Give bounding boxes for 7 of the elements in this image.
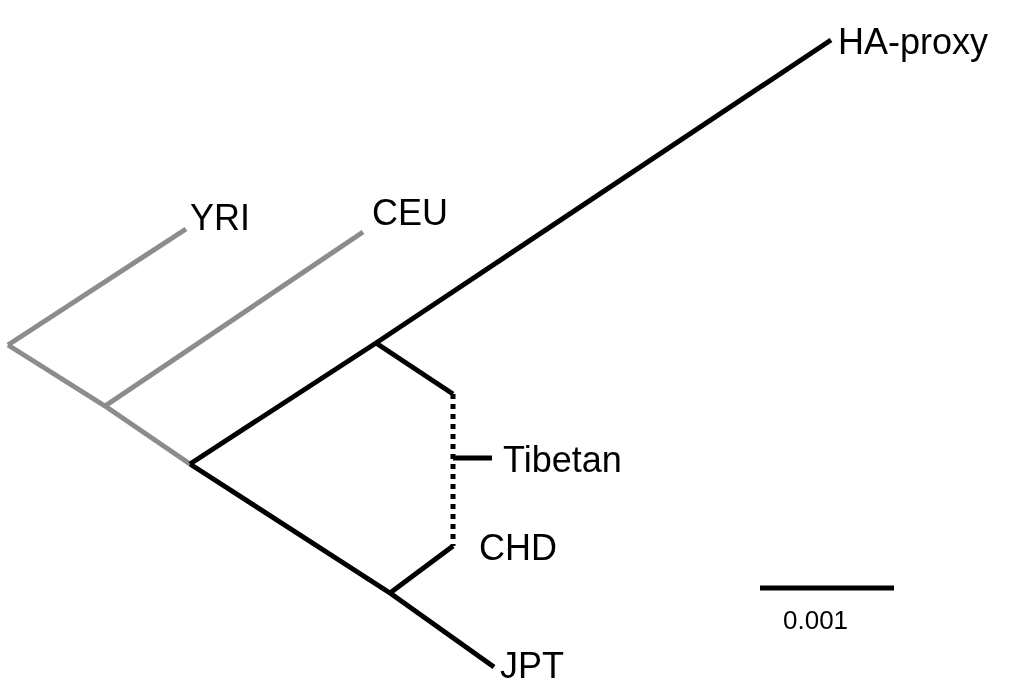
taxon-label: CEU	[372, 195, 448, 231]
scale-label: 0.001	[783, 607, 849, 633]
taxon-label: Tibetan	[503, 442, 622, 478]
taxon-label: HA-proxy	[838, 24, 989, 60]
taxon-label: YRI	[190, 200, 250, 236]
taxon-label: CHD	[479, 530, 557, 566]
taxon-label: JPT	[500, 648, 564, 684]
